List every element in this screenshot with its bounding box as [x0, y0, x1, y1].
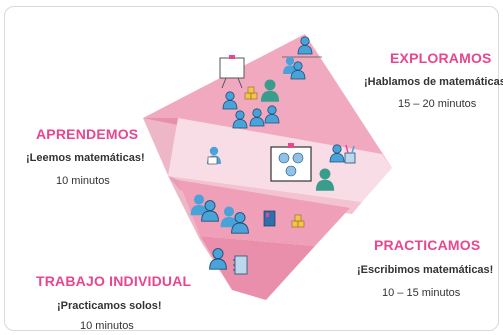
stage-subtitle-learn: ¡Leemos matemáticas! [26, 152, 145, 164]
stage-subtitle-individual: ¡Practicamos solos! [57, 300, 162, 312]
easel-icon [219, 55, 245, 89]
book-icon [263, 210, 276, 227]
stage-time-individual: 10 minutos [80, 320, 134, 332]
reading-student-icon [207, 146, 221, 165]
stage-title-practice: PRACTICAMOS [374, 237, 481, 253]
stage-title-learn: APRENDEMOS [36, 126, 139, 142]
band-left-face [143, 118, 232, 290]
stage-title-individual: TRABAJO INDIVIDUAL [36, 273, 192, 289]
stage-title-explore: EXPLORAMOS [390, 50, 492, 66]
stage-time-explore: 15 – 20 minutos [398, 98, 477, 110]
band-individual [200, 236, 315, 300]
stage-time-practice: 10 – 15 minutos [382, 287, 461, 299]
blocks-icon [244, 86, 258, 100]
notebook-icon [233, 255, 248, 275]
pencil-cup-icon [344, 144, 356, 164]
stage-subtitle-practice: ¡Escribimos matemáticas! [357, 264, 494, 276]
diagram-frame [4, 6, 499, 331]
blocks-icon [291, 214, 305, 228]
stage-time-learn: 10 minutos [56, 175, 110, 187]
stage-subtitle-explore: ¡Hablamos de matemáticas! [364, 76, 503, 88]
whiteboard-icon [270, 143, 312, 182]
